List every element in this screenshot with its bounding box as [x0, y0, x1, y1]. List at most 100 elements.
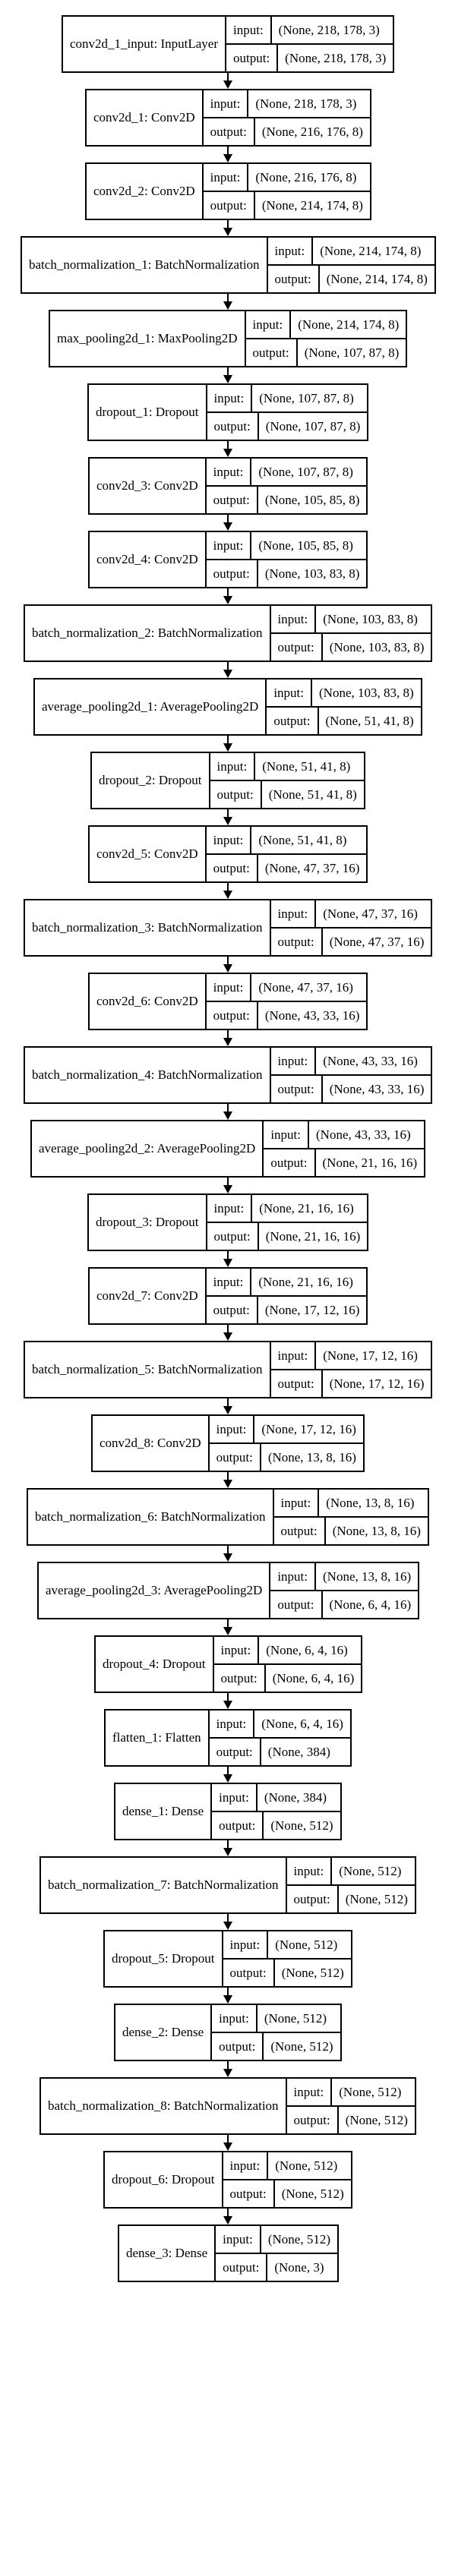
arrow-head-icon	[223, 228, 232, 236]
input-shape: (None, 17, 12, 16)	[323, 1348, 418, 1363]
layer-name: average_pooling2d_1: AveragePooling2D	[35, 679, 267, 734]
input-label: input:	[216, 2226, 261, 2253]
layer-name: dropout_4: Dropout	[96, 1637, 214, 1692]
input-shape: (None, 512)	[264, 2010, 327, 2026]
input-shape: (None, 6, 4, 16)	[261, 1716, 343, 1731]
layer-name: dropout_6: Dropout	[105, 2152, 223, 2207]
edge-line	[227, 147, 229, 155]
input-label: input:	[204, 164, 249, 191]
output-shape: (None, 6, 4, 16)	[272, 1670, 355, 1685]
arrow-head-icon	[223, 1038, 232, 1046]
output-shape: (None, 51, 41, 8)	[268, 787, 357, 802]
layer-io-table: input:(None, 512)output:(None, 512)	[223, 2152, 351, 2207]
input-label: input:	[210, 1416, 255, 1442]
layer-io-table: input:(None, 218, 178, 3)output:(None, 2…	[203, 90, 370, 145]
output-row: output:(None, 107, 87, 8)	[245, 338, 406, 366]
output-row: output: (None, 512)	[212, 2032, 340, 2060]
input-row: input:(None, 512)	[287, 1858, 415, 1884]
input-label: input:	[246, 311, 292, 338]
edge-line	[227, 662, 229, 670]
input-row: input:(None, 13, 8, 16)	[274, 1490, 428, 1516]
input-row: input:(None, 512)	[216, 2226, 337, 2253]
layer-name: dense_3: Dense	[119, 2226, 216, 2281]
layer-name: flatten_1: Flatten	[106, 1711, 210, 1765]
output-label: output:	[210, 1739, 261, 1765]
layer-node-batch-normalization-7: batch_normalization_7: BatchNormalizatio…	[39, 1856, 416, 1914]
output-shape: (None, 107, 87, 8)	[265, 418, 361, 434]
arrow-head-icon	[223, 1406, 232, 1414]
layer-name: conv2d_7: Conv2D	[90, 1269, 207, 1323]
arrow-head-icon	[223, 375, 232, 383]
output-row: output:(None, 218, 178, 3)	[226, 43, 393, 71]
edge-line	[227, 515, 229, 523]
layer-name: dropout_2: Dropout	[92, 753, 210, 808]
input-row: input:(None, 214, 174, 8)	[246, 311, 406, 338]
layer-io-table: input:(None, 13, 8, 16)output:(None, 13,…	[273, 1490, 428, 1544]
arrow-head-icon	[223, 2069, 232, 2077]
output-label: output:	[212, 2033, 264, 2060]
input-label: input:	[207, 827, 252, 853]
layer-io-table: input:(None, 105, 85, 8)output:(None, 10…	[206, 532, 367, 587]
input-label: input:	[264, 1121, 309, 1148]
output-label: output:	[210, 1444, 261, 1471]
layer-io-table: input:(None, 512)output:(None, 512)	[212, 2005, 340, 2060]
input-row: input:(None, 103, 83, 8)	[271, 606, 431, 632]
input-label: input:	[207, 974, 252, 1001]
output-label: output:	[207, 560, 258, 587]
edge-line	[227, 294, 229, 302]
output-shape: (None, 384)	[267, 1744, 330, 1759]
layer-node-batch-normalization-6: batch_normalization_6: BatchNormalizatio…	[27, 1488, 429, 1546]
input-shape: (None, 51, 41, 8)	[258, 832, 347, 847]
output-label: output:	[216, 2254, 268, 2281]
layer-name: conv2d_2: Conv2D	[87, 164, 204, 219]
output-shape: (None, 13, 8, 16)	[267, 1449, 356, 1465]
arrow-head-icon	[223, 1627, 232, 1635]
output-row: output:(None, 512)	[223, 2179, 351, 2207]
input-shape: (None, 43, 33, 16)	[323, 1053, 418, 1068]
layer-node-batch-normalization-1: batch_normalization_1: BatchNormalizatio…	[21, 236, 436, 294]
output-label: output:	[210, 781, 262, 808]
input-shape: (None, 6, 4, 16)	[266, 1642, 348, 1657]
output-label: output:	[271, 1370, 323, 1397]
arrow-head-icon	[223, 817, 232, 825]
output-shape: (None, 512)	[270, 2038, 333, 2054]
output-shape: (None, 216, 176, 8)	[261, 124, 363, 139]
output-label: output:	[207, 413, 259, 440]
input-shape: (None, 512)	[339, 2084, 402, 2099]
output-row: output:(None, 51, 41, 8)	[267, 706, 421, 734]
layer-name: conv2d_6: Conv2D	[90, 974, 207, 1029]
output-row: output: (None, 384)	[209, 1737, 350, 1765]
arrow-head-icon	[223, 1332, 232, 1341]
arrow-head-icon	[223, 2216, 232, 2224]
arrow-head-icon	[223, 1259, 232, 1267]
layer-name: batch_normalization_3: BatchNormalizatio…	[25, 900, 271, 955]
output-shape: (None, 214, 174, 8)	[261, 197, 363, 213]
input-shape: (None, 512)	[275, 2158, 338, 2173]
output-row: output: (None, 216, 176, 8)	[203, 117, 370, 145]
input-row: input:(None, 103, 83, 8)	[267, 679, 420, 706]
output-label: output:	[287, 1886, 339, 1912]
layer-name: batch_normalization_6: BatchNormalizatio…	[28, 1490, 274, 1544]
input-label: input:	[271, 900, 317, 927]
input-row: input:(None, 51, 41, 8)	[210, 753, 364, 780]
arrow-head-icon	[223, 522, 232, 531]
output-label: output:	[204, 118, 255, 145]
layer-io-table: input:(None, 512)output:(None, 512)	[223, 1931, 351, 1986]
layer-name: average_pooling2d_2: AveragePooling2D	[32, 1121, 264, 1176]
output-row: output:(None, 43, 33, 16)	[270, 1074, 431, 1102]
output-label: output:	[267, 708, 319, 734]
output-row: output:(None, 512)	[223, 1958, 351, 1986]
arrow-head-icon	[223, 301, 232, 310]
output-shape: (None, 47, 37, 16)	[329, 934, 425, 949]
arrow-head-icon	[223, 1995, 232, 2004]
layer-io-table: input:(None, 43, 33, 16)output:(None, 21…	[264, 1121, 425, 1176]
input-shape: (None, 43, 33, 16)	[316, 1127, 411, 1142]
